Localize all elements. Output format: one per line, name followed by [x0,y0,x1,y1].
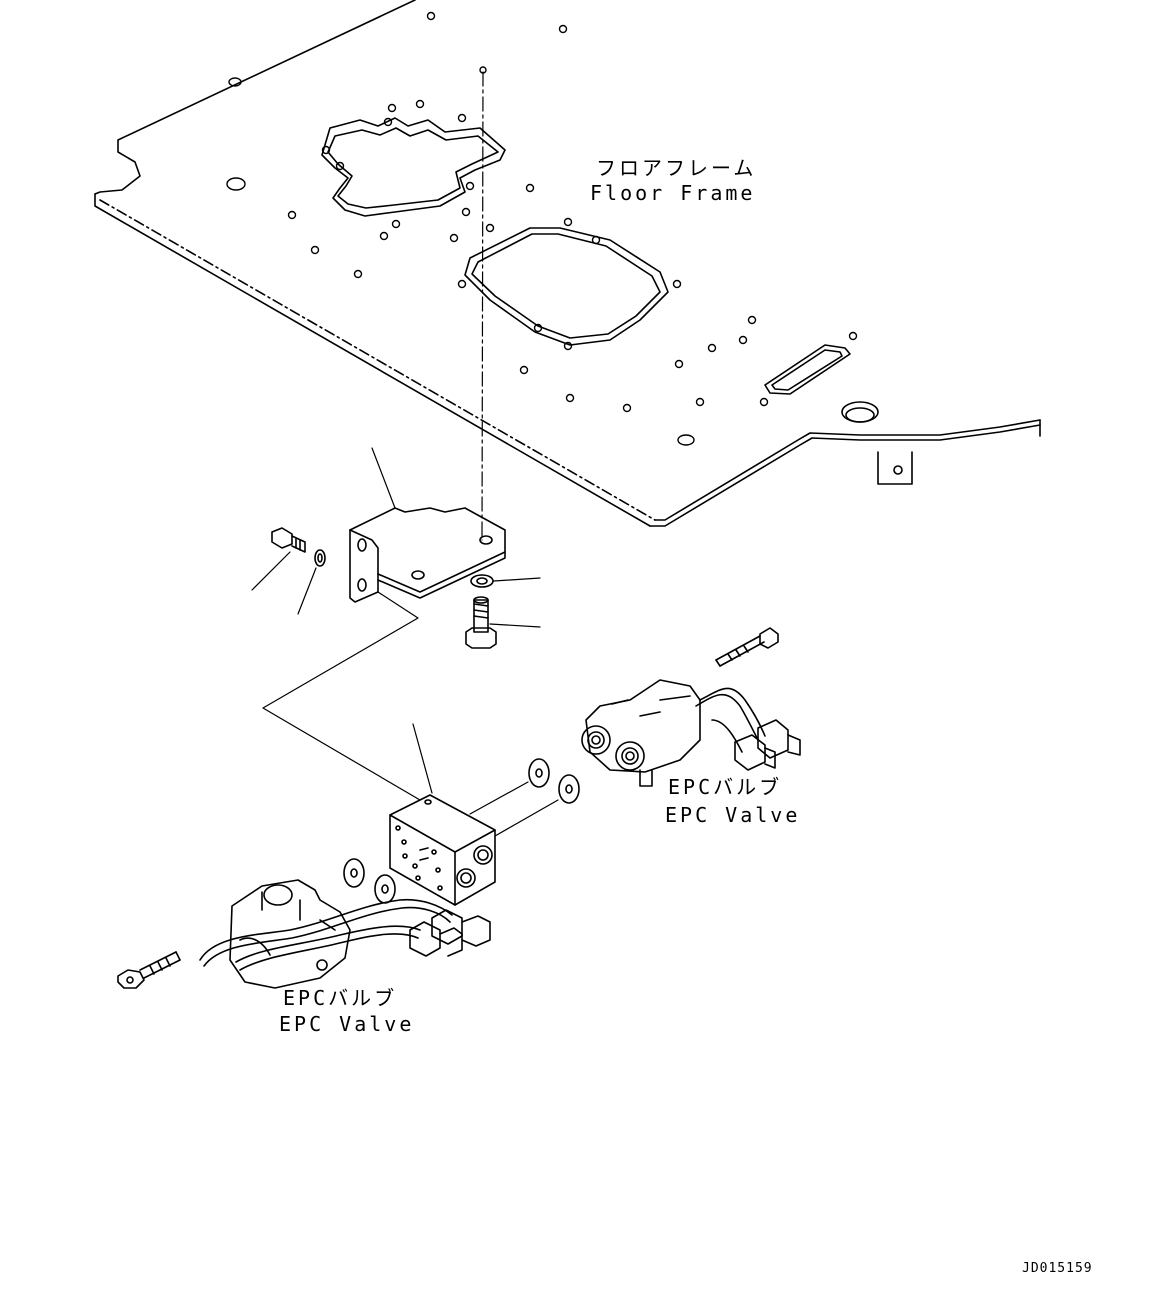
o-rings-right [529,759,579,803]
floor-frame-holes [227,13,857,446]
washer-right [471,575,493,587]
epc-valve-right [582,628,800,786]
floor-frame [95,0,1040,526]
epc-valve-left [118,880,490,988]
drawing-code: JD015159 [1022,1261,1093,1276]
bolt-left [272,528,305,552]
assembly-centerline [482,72,483,540]
leader-bolt-right [490,624,540,627]
mounting-bracket [350,508,505,602]
assembly-line [263,592,420,800]
leader-oring-right [470,782,558,836]
lock-washer-left [315,550,325,566]
valve-block [390,795,495,905]
leader-valve-block [413,724,432,793]
leader-washer-left [298,568,316,614]
epc-valve-right-label-en: EPC Valve [665,803,801,827]
leader-bracket [372,448,395,508]
leader-washer-right [494,578,540,581]
bolt-right [466,597,496,648]
epc-valve-right-label-jp: EPCバルブ [668,775,783,799]
leader-bolt-left [252,552,290,590]
epc-valve-left-label-jp: EPCバルブ [283,986,398,1010]
epc-valve-left-label-en: EPC Valve [279,1012,415,1036]
floor-frame-label-jp: フロアフレーム [596,156,757,180]
o-rings-left [344,859,395,903]
floor-frame-label-en: Floor Frame [590,181,756,205]
